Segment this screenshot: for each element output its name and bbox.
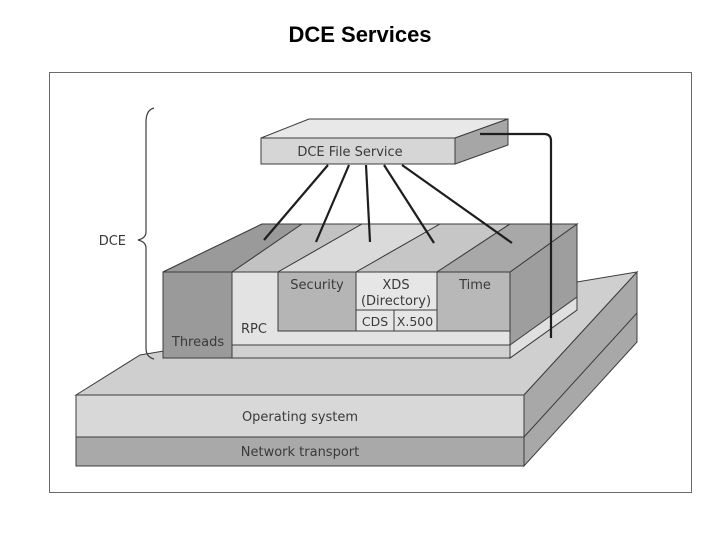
connector-time [401, 164, 513, 244]
file-service-front [260, 137, 456, 165]
page-title: DCE Services [288, 22, 432, 47]
file-service-label: DCE File Service [297, 145, 402, 160]
x500-label: X.500 [397, 314, 433, 329]
directory-label: (Directory) [361, 294, 431, 309]
rpc-label: RPC [241, 322, 267, 337]
connector-rpc [314, 164, 351, 243]
dce-bracket [137, 107, 155, 360]
os-label: Operating system [242, 410, 358, 425]
xds-label: XDS [382, 278, 409, 293]
security-label: Security [290, 278, 344, 293]
network-label: Network transport [241, 445, 359, 460]
time-label: Time [458, 278, 491, 293]
os-layer [75, 394, 525, 438]
security-front [277, 271, 357, 332]
rpc-bottom-strip [231, 344, 511, 359]
network-layer [75, 436, 525, 467]
connectors [263, 132, 553, 338]
connector-threads [263, 164, 329, 241]
connector-xds [383, 164, 435, 244]
threads-label: Threads [171, 335, 224, 350]
connector-os [480, 132, 553, 338]
base-side-divider [523, 312, 638, 438]
time-front [436, 271, 511, 332]
file-service-box [260, 118, 509, 165]
time-top-right [435, 223, 579, 273]
cds-label: CDS [362, 314, 388, 329]
dce-label: DCE [99, 234, 126, 249]
dce-block [162, 223, 579, 359]
connector-security [364, 164, 372, 243]
